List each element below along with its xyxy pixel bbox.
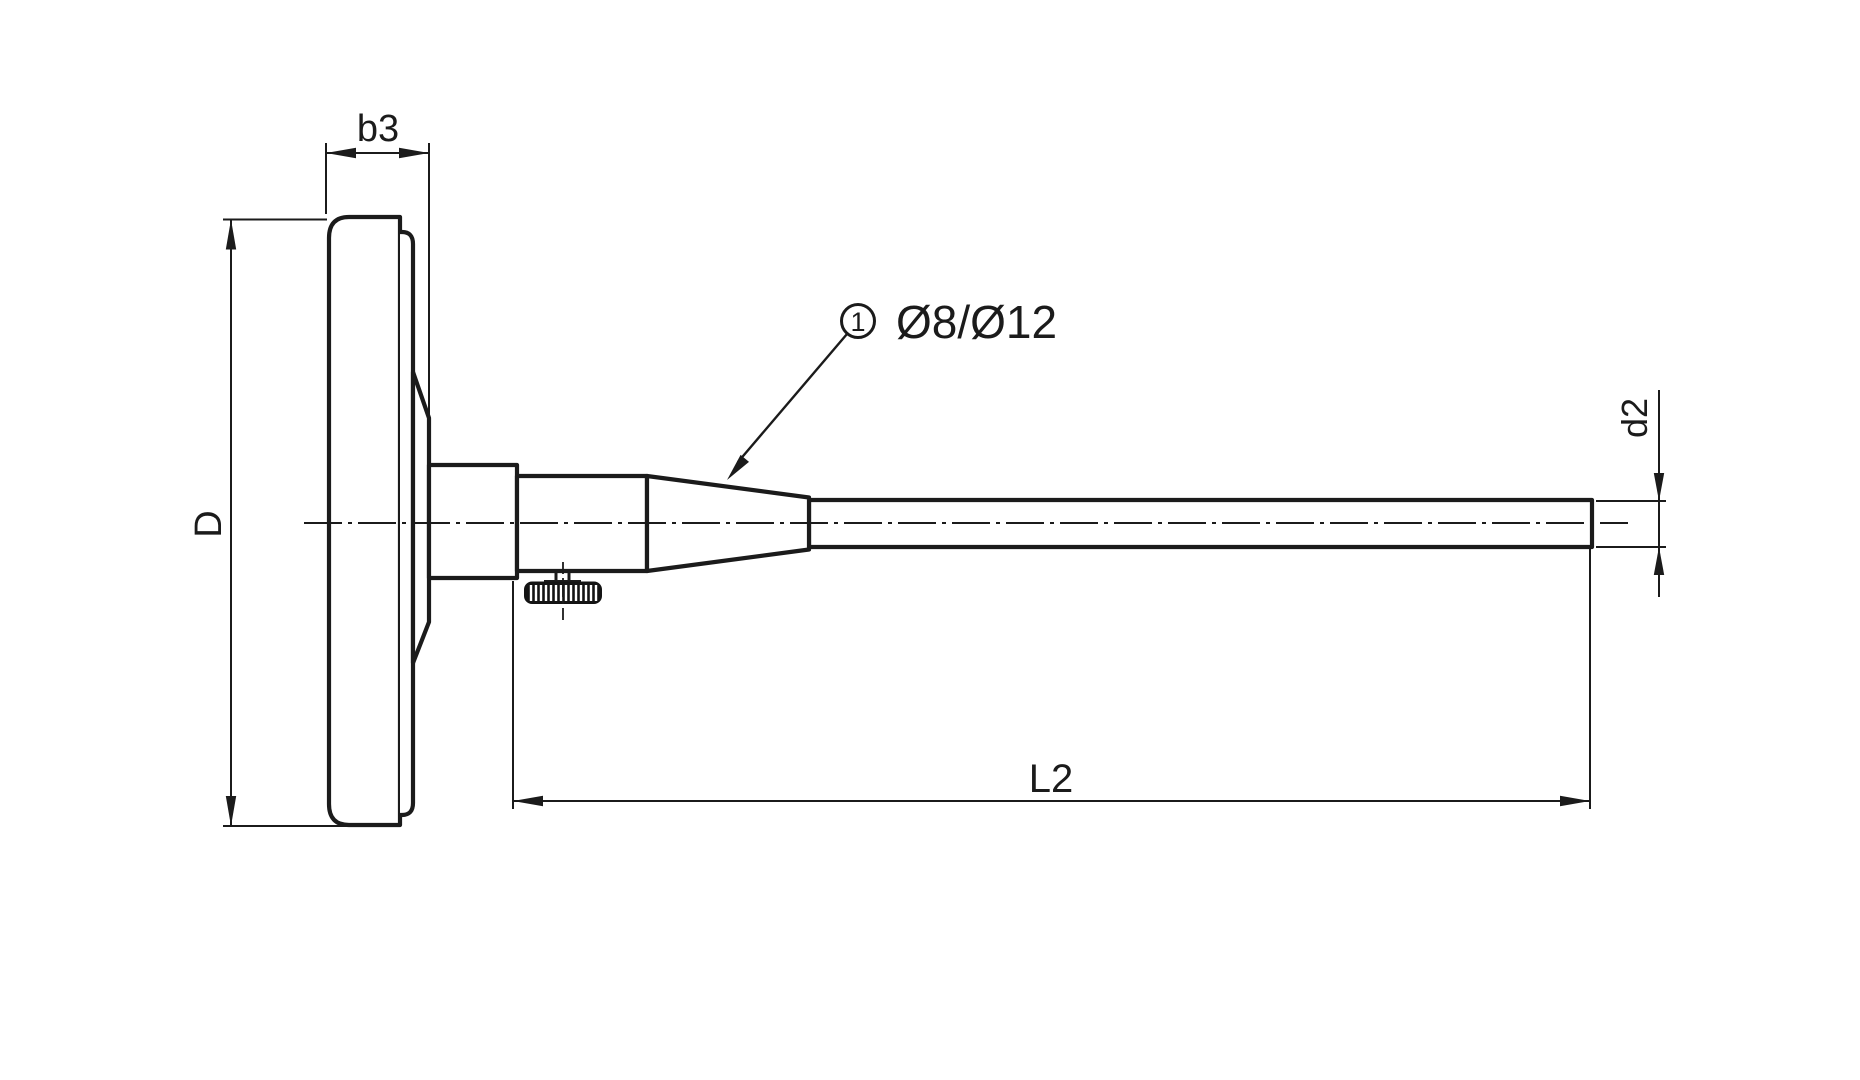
- adjustment-screw: [524, 562, 602, 621]
- D-arrow-top: [225, 219, 237, 250]
- dimension-L2: L2: [512, 549, 1591, 809]
- dimension-d2: d2: [1596, 390, 1666, 597]
- d2-label: d2: [1614, 398, 1655, 438]
- mounting-ring: [410, 369, 432, 666]
- dimension-b3: b3: [325, 108, 430, 417]
- d2-arrow-bottom: [1653, 547, 1665, 575]
- neck-block: [426, 462, 520, 581]
- b3-label: b3: [357, 108, 399, 150]
- dimension-D: D: [188, 218, 399, 827]
- D-arrow-bottom: [225, 796, 237, 826]
- callout-stem-diameters: 1 Ø8/Ø12: [727, 296, 1057, 480]
- callout-circle: [840, 303, 876, 339]
- L2-label: L2: [1029, 757, 1074, 801]
- b3-arrow-right: [399, 147, 429, 159]
- dial-case: [326, 214, 432, 828]
- L2-arrow-left: [513, 795, 543, 807]
- b3-arrow-left: [326, 147, 356, 159]
- case-front-bezel: [326, 214, 403, 828]
- D-label: D: [188, 510, 230, 537]
- leader-line: [737, 333, 848, 463]
- callout-number: 1: [850, 307, 865, 337]
- knurl-lines: [529, 585, 598, 601]
- d2-arrow-top: [1653, 473, 1665, 501]
- leader-arrow: [727, 454, 749, 480]
- L2-arrow-right: [1560, 795, 1590, 807]
- connection-assembly: [426, 462, 1595, 581]
- callout-text: Ø8/Ø12: [896, 296, 1057, 348]
